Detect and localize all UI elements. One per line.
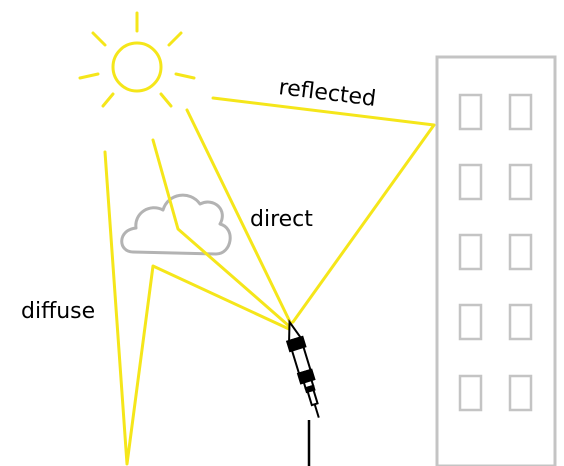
sun-icon (78, 11, 196, 108)
cloud-ray (151, 138, 291, 328)
light-rays (103, 96, 436, 466)
reflected-ray (211, 96, 436, 324)
diffuse-ray (103, 150, 291, 466)
building-icon (435, 55, 557, 466)
direct-ray (185, 108, 293, 326)
label-direct: direct (250, 207, 313, 232)
pyranometer-sensor-icon (285, 318, 320, 418)
building-outline (435, 55, 557, 466)
label-diffuse: diffuse (21, 299, 95, 324)
